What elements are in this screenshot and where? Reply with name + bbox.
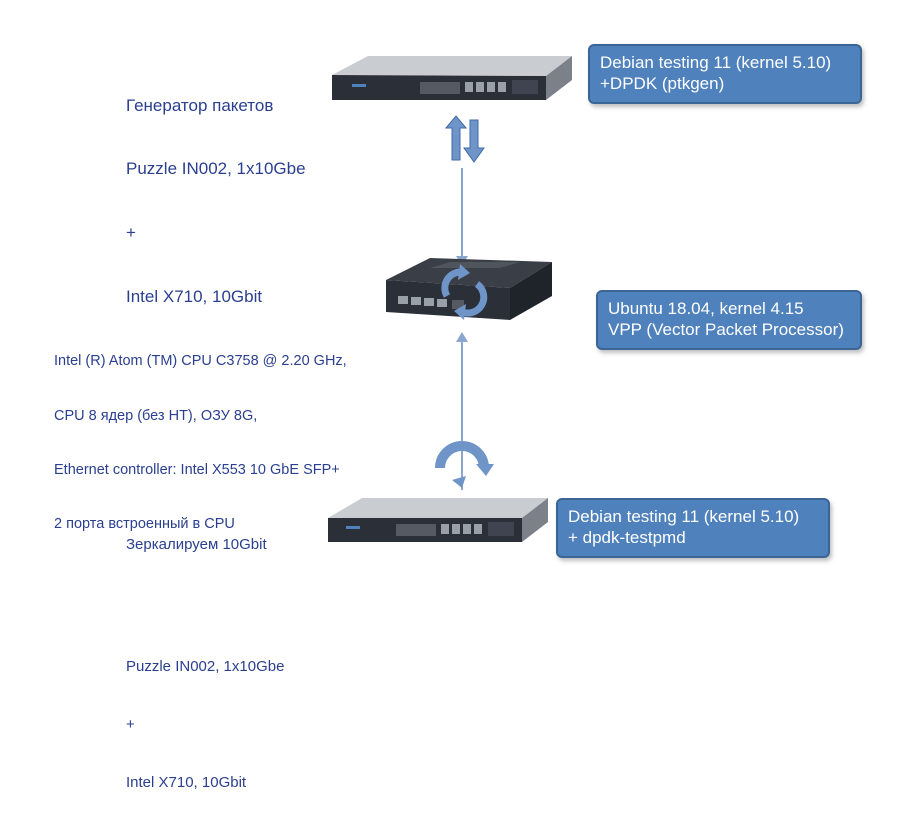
top-os-box: Debian testing 11 (kernel 5.10) +DPDK (p… (588, 44, 862, 104)
top-line-3: + (126, 223, 136, 242)
bidirectional-arrows-icon (444, 115, 485, 163)
middle-line-2: CPU 8 ядер (без НТ), ОЗУ 8G, (54, 407, 258, 424)
middle-line-1: Intel (R) Atom (TM) CPU C3758 @ 2.20 GHz… (54, 353, 347, 370)
rotation-arrowhead-2 (454, 304, 466, 320)
network-diagram: Генератор пакетов Puzzle IN002, 1x10Gbe … (54, 44, 862, 791)
top-device-description: Генератор пакетов Puzzle IN002, 1x10Gbe … (126, 52, 306, 350)
middle-device-description: Intel (R) Atom (TM) CPU C3758 @ 2.20 GHz… (54, 316, 347, 570)
middle-os-box: Ubuntu 18.04, kernel 4.15 VPP (Vector Pa… (596, 290, 862, 350)
packet-generator-server-image (332, 56, 572, 100)
bottom-os-box: Debian testing 11 (kernel 5.10) + dpdk-t… (556, 498, 830, 558)
middle-line-4: 2 порта встроенный в CPU (54, 516, 235, 533)
top-box-line-2: +DPDK (ptkgen) (600, 74, 725, 94)
middle-box-line-2: VPP (Vector Packet Processor) (608, 320, 844, 340)
mirror-server-image (328, 498, 548, 542)
middle-line-3: Ethernet controller: Intel X553 10 GbE S… (54, 462, 340, 478)
bottom-line-1: Зеркалируем 10Gbit (126, 536, 267, 553)
mirror-arrow-icon (435, 441, 494, 488)
top-line-1: Генератор пакетов (126, 95, 274, 115)
rotation-arrowhead-1 (458, 264, 470, 280)
bottom-box-line-1: Debian testing 11 (kernel 5.10) (568, 507, 800, 526)
connector-arrowhead-up (456, 332, 468, 342)
bottom-line-3: Puzzle IN002, 1x10Gbe (126, 658, 285, 675)
bottom-line-2 (126, 600, 284, 612)
top-line-2: Puzzle IN002, 1x10Gbe (126, 159, 306, 179)
bottom-line-5: Intel X710, 10Gbit (126, 774, 247, 791)
rotation-arrows-icon (441, 268, 488, 317)
bottom-line-4: + (126, 716, 135, 733)
diagram-graphics (328, 56, 572, 542)
bottom-box-line-2: + dpdk-testpmd (568, 528, 686, 548)
top-box-line-1: Debian testing 11 (kernel 5.10) (600, 53, 832, 72)
middle-box-line-1: Ubuntu 18.04, kernel 4.15 (608, 299, 804, 318)
bottom-device-description: Зеркалируем 10Gbit Puzzle IN002, 1x10Gbe… (126, 490, 284, 838)
top-line-4: Intel X710, 10Gbit (126, 286, 263, 306)
